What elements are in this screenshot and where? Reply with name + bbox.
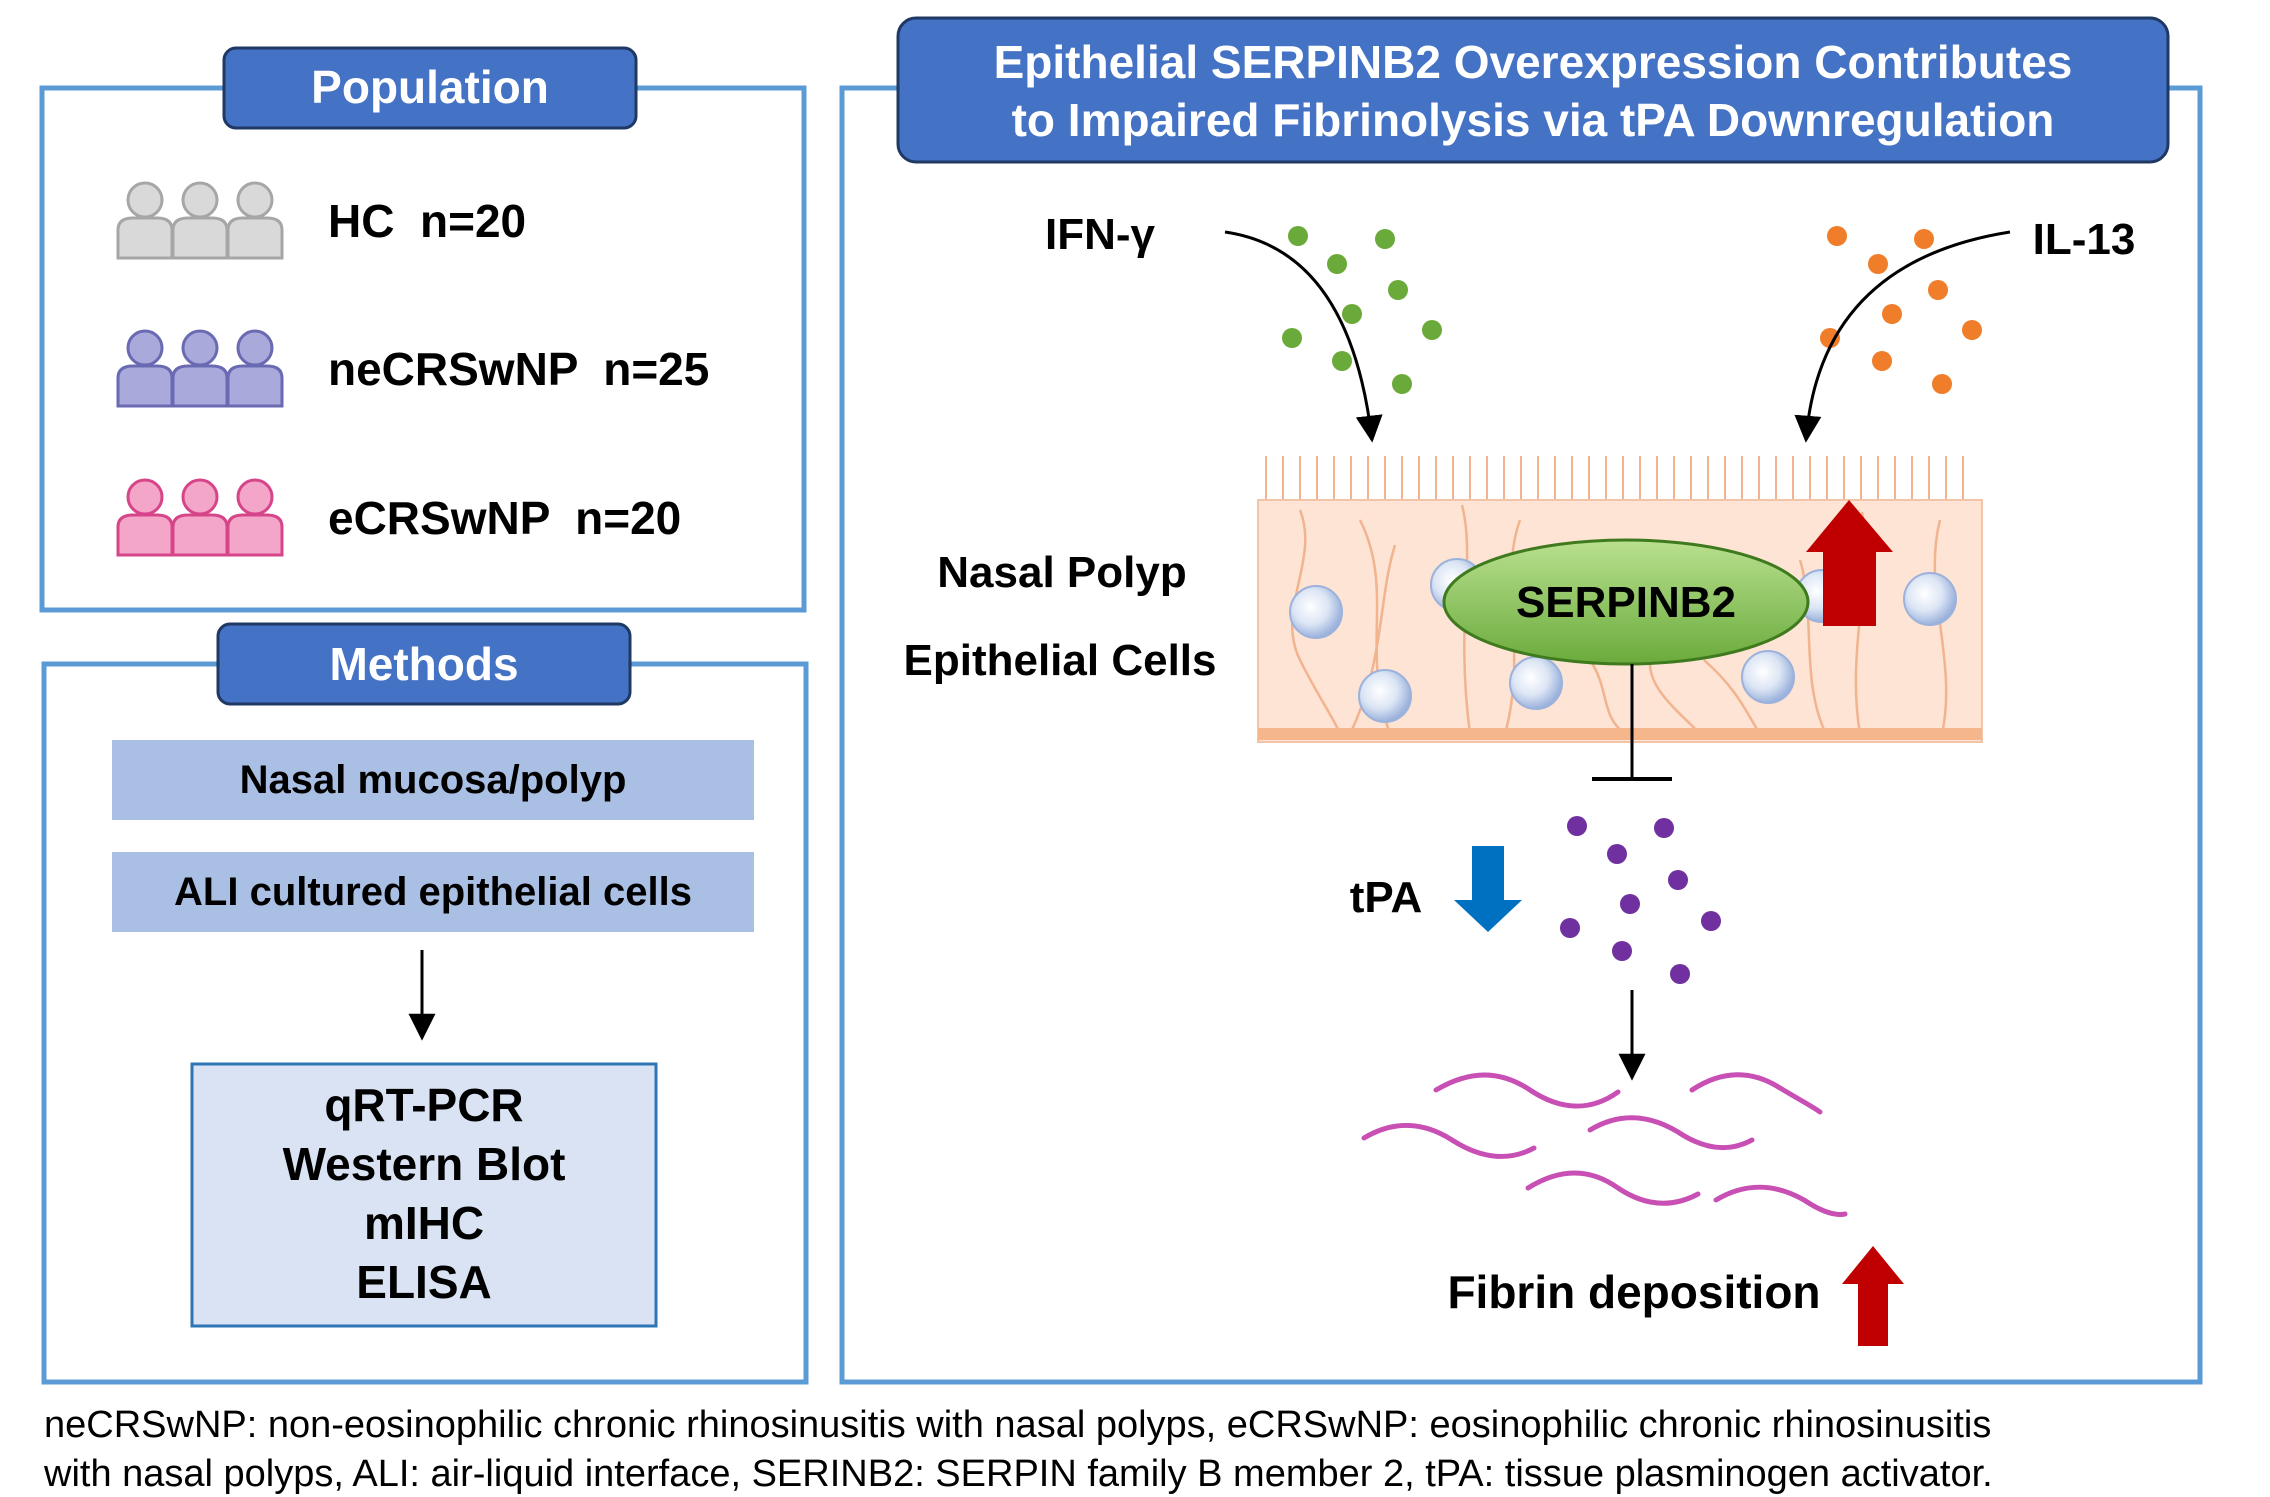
basement-membrane bbox=[1258, 728, 1982, 740]
tpa-label: tPA bbox=[1350, 873, 1423, 922]
serpinb2-ellipse bbox=[1442, 538, 1810, 666]
ecrswnp-group-label: eCRSwNP n=20 bbox=[328, 492, 681, 544]
serpinb2-label: SERPINB2 bbox=[1516, 578, 1736, 627]
ifn-gamma-label: IFN-γ bbox=[1045, 210, 1156, 259]
serpinb2-up-arrow-icon bbox=[1806, 500, 1893, 626]
assay-mihc: mIHC bbox=[364, 1197, 484, 1249]
il13-arrow bbox=[1794, 230, 2011, 443]
assay-western-blot: Western Blot bbox=[283, 1138, 566, 1190]
mechanism-title-line1: Epithelial SERPINB2 Overexpression Contr… bbox=[994, 36, 2073, 88]
footnote-line2: with nasal polyps, ALI: air-liquid inter… bbox=[43, 1453, 1993, 1495]
cilia bbox=[1265, 456, 1964, 500]
cell-label-line1: Nasal Polyp bbox=[937, 548, 1186, 597]
methods-title: Methods bbox=[329, 638, 518, 690]
sample-box-mucosa bbox=[112, 740, 754, 820]
population-title: Population bbox=[311, 61, 549, 113]
fibrin-strands bbox=[1361, 1072, 1848, 1217]
tpa-down-arrow-icon bbox=[1454, 846, 1522, 932]
tpa-dots bbox=[1560, 816, 1721, 984]
necrswnp-group-label: neCRSwNP n=25 bbox=[328, 343, 709, 395]
necrswnp-people-icon bbox=[116, 329, 284, 408]
assay-qrtpcr: qRT-PCR bbox=[324, 1079, 523, 1131]
il13-label: IL-13 bbox=[2033, 215, 2136, 264]
sample-mucosa-label: Nasal mucosa/polyp bbox=[240, 758, 627, 802]
sample-box-ali bbox=[112, 852, 754, 932]
mechanism-panel: Epithelial SERPINB2 Overexpression Contr… bbox=[839, 16, 2203, 1385]
fibrin-deposition-label: Fibrin deposition bbox=[1447, 1266, 1820, 1318]
mechanism-header bbox=[896, 16, 2170, 164]
methods-panel: Methods Nasal mucosa/polyp ALI cultured … bbox=[41, 622, 809, 1385]
fibrin-up-arrow-icon bbox=[1842, 1246, 1904, 1346]
mechanism-title-line2: to Impaired Fibrinolysis via tPA Downreg… bbox=[1012, 94, 2055, 146]
ecrswnp-people-icon bbox=[116, 478, 284, 557]
hc-group-label: HC n=20 bbox=[328, 195, 526, 247]
population-panel: Population HC n=20 neCRSwNP n=25 eCRSwNP… bbox=[39, 46, 807, 613]
assay-box bbox=[190, 1062, 658, 1328]
population-header bbox=[222, 46, 638, 130]
methods-header bbox=[216, 622, 632, 706]
il13-dots bbox=[1820, 226, 1982, 394]
sample-ali-label: ALI cultured epithelial cells bbox=[174, 870, 692, 914]
ifn-gamma-dots bbox=[1282, 226, 1442, 394]
footnote-line1: neCRSwNP: non-eosinophilic chronic rhino… bbox=[44, 1404, 1991, 1446]
assay-elisa: ELISA bbox=[356, 1256, 491, 1308]
hc-people-icon bbox=[116, 181, 284, 260]
cell-label-line2: Epithelial Cells bbox=[904, 636, 1217, 685]
ifn-gamma-arrow bbox=[1224, 230, 1383, 443]
